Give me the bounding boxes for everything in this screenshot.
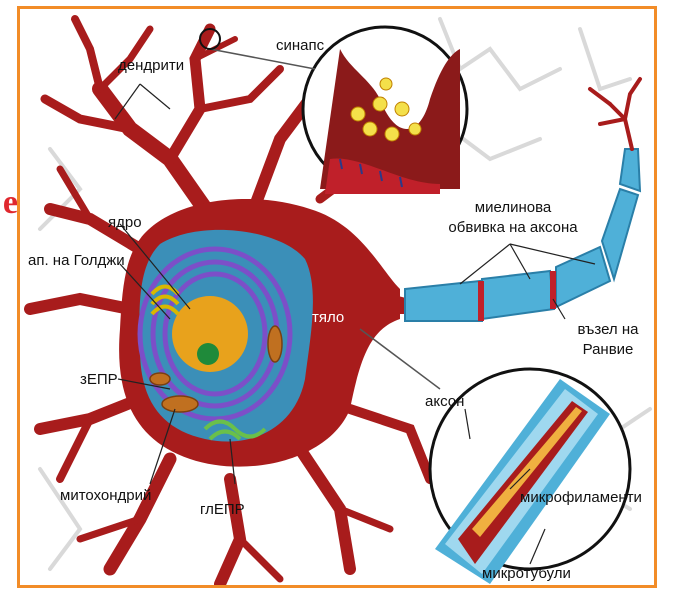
axon-terminal [590, 79, 640, 149]
label-golgi: ап. на Голджи [28, 252, 125, 270]
label-microfilaments: микрофиламенти [520, 489, 642, 507]
label-synapse: синапс [276, 37, 324, 55]
label-mitochondrion: митохондрий [60, 487, 151, 505]
label-microtubules: микротубули [482, 565, 571, 583]
label-smooth-er: глЕПР [200, 501, 245, 519]
label-ranvier-line2: Ранвие [568, 341, 648, 359]
edge-text-fragment: е [0, 183, 18, 223]
axon-inset [360, 329, 630, 584]
label-myelin-line2: обвивка на аксона [438, 219, 588, 237]
neuron-diagram: дендрити синапс ядро ап. на Голджи зЕПР … [17, 6, 657, 588]
label-dendrites: дендрити [118, 57, 184, 75]
label-axon: аксон [425, 393, 464, 411]
label-ranvier-line1: възел на [568, 321, 648, 339]
label-nucleus: ядро [108, 214, 142, 232]
label-cell-body: тяло [312, 309, 344, 327]
nucleolus [197, 343, 219, 365]
label-myelin-line1: миелинова [438, 199, 588, 217]
synapse-inset [200, 27, 467, 194]
label-rough-er: зЕПР [80, 371, 118, 389]
